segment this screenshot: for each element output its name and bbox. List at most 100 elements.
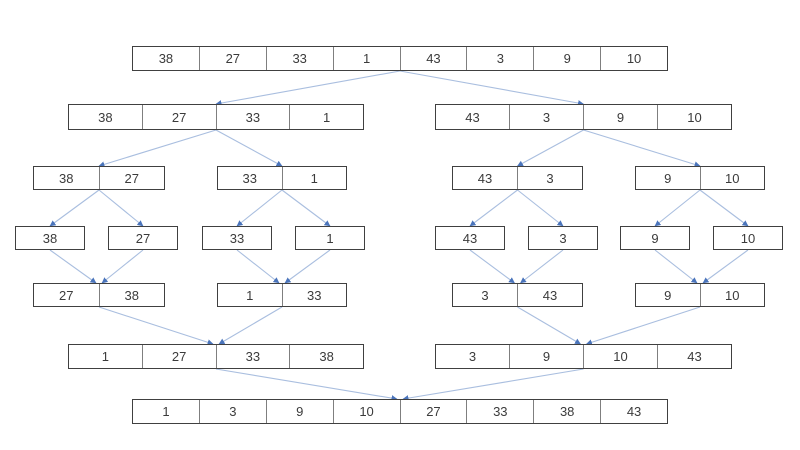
array-cell: 27 xyxy=(399,400,467,423)
array-node: 9 10 xyxy=(635,283,765,307)
arrow xyxy=(517,306,581,345)
arrow xyxy=(218,306,283,345)
array-cell: 43 xyxy=(465,109,480,125)
array-cell: 9 xyxy=(651,230,659,246)
arrow xyxy=(469,189,518,227)
array-cell: 43 xyxy=(657,345,731,368)
array-cell: 33 xyxy=(242,170,257,186)
array-cell: 9 xyxy=(583,105,657,129)
array-node: 43 3 xyxy=(452,166,583,190)
array-cell: 33 xyxy=(215,345,290,368)
arrow xyxy=(49,189,100,227)
arrow xyxy=(520,249,564,284)
array-node: 9 10 xyxy=(635,166,765,190)
array-node: 43 xyxy=(435,226,505,250)
arrow xyxy=(654,189,701,227)
arrow xyxy=(98,189,144,227)
array-cell: 3 xyxy=(466,47,533,70)
array-cell: 10 xyxy=(583,345,657,368)
array-cell: 38 xyxy=(98,284,165,306)
array-cell: 9 xyxy=(533,47,600,70)
array-node: 38 27 xyxy=(33,166,165,190)
arrow xyxy=(236,249,280,284)
array-cell: 43 xyxy=(462,230,478,246)
arrow xyxy=(281,189,331,227)
array-cell: 1 xyxy=(289,105,363,129)
array-cell: 9 xyxy=(664,287,672,303)
arrow xyxy=(586,306,701,346)
array-cell: 33 xyxy=(265,47,333,70)
arrow xyxy=(284,249,331,284)
array-cell: 3 xyxy=(509,105,583,129)
arrow xyxy=(215,70,401,106)
arrow xyxy=(215,129,283,167)
array-cell: 38 xyxy=(98,109,113,125)
array-node: 3 43 xyxy=(452,283,583,307)
array-cell: 33 xyxy=(215,105,290,129)
array-node: 33 1 xyxy=(217,166,347,190)
array-cell: 10 xyxy=(699,284,765,306)
arrow xyxy=(49,249,97,284)
array-cell: 9 xyxy=(664,170,672,186)
array-cell: 33 xyxy=(466,400,533,423)
array-node: 27 xyxy=(108,226,178,250)
array-cell: 3 xyxy=(481,287,489,303)
array-cell: 9 xyxy=(509,345,583,368)
array-cell: 10 xyxy=(699,167,765,189)
array-cell: 1 xyxy=(101,349,109,364)
array-cell: 33 xyxy=(229,230,245,246)
array-cell: 1 xyxy=(332,47,400,70)
arrow xyxy=(654,249,698,284)
array-cell: 10 xyxy=(332,400,400,423)
array-cell: 10 xyxy=(740,230,756,246)
arrow xyxy=(469,249,515,284)
array-cell: 38 xyxy=(533,400,600,423)
array-cell: 9 xyxy=(265,400,333,423)
array-node: 3 xyxy=(528,226,598,250)
arrow xyxy=(699,189,749,227)
array-cell: 3 xyxy=(198,400,266,423)
array-cell: 3 xyxy=(559,230,567,246)
array-cell: 43 xyxy=(517,284,582,306)
array-cell: 1 xyxy=(246,287,254,303)
array-cell: 43 xyxy=(477,170,493,186)
array-node: 33 xyxy=(202,226,272,250)
array-cell: 27 xyxy=(198,47,266,70)
array-cell: 43 xyxy=(600,400,667,423)
arrow xyxy=(98,306,214,346)
arrow xyxy=(702,249,749,284)
array-cell: 43 xyxy=(399,47,467,70)
array-cell: 33 xyxy=(281,284,347,306)
array-cell: 1 xyxy=(326,230,334,246)
array-node: 10 xyxy=(713,226,783,250)
array-cell: 38 xyxy=(158,51,174,66)
array-cell: 1 xyxy=(281,167,347,189)
array-cell: 3 xyxy=(517,167,582,189)
array-node: 27 38 xyxy=(33,283,165,307)
array-cell: 27 xyxy=(59,287,74,303)
array-cell: 27 xyxy=(135,230,151,246)
array-cell: 1 xyxy=(162,404,170,419)
arrow xyxy=(215,368,398,402)
array-cell: 38 xyxy=(42,230,58,246)
array-node: 9 xyxy=(620,226,690,250)
array-node: 38 xyxy=(15,226,85,250)
array-cell: 38 xyxy=(289,345,363,368)
array-node: 1 33 xyxy=(217,283,347,307)
array-cell: 38 xyxy=(59,170,74,186)
arrow xyxy=(98,129,217,168)
arrow xyxy=(101,249,144,284)
array-cell: 27 xyxy=(141,345,216,368)
array-cell: 27 xyxy=(98,167,165,189)
array-cell: 10 xyxy=(657,105,731,129)
array-cell: 10 xyxy=(600,47,667,70)
arrow xyxy=(236,189,283,227)
arrow xyxy=(517,189,564,227)
arrow xyxy=(517,129,584,167)
